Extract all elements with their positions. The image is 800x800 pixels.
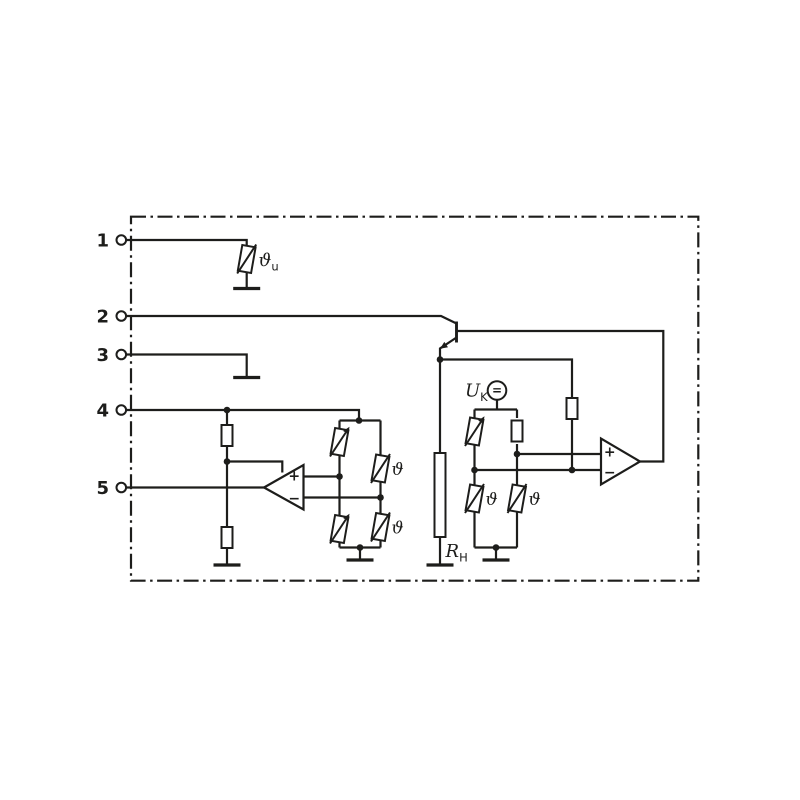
- wire: [474, 399, 517, 411]
- opamp-triangle: [599, 436, 643, 487]
- terminal-circle: [115, 348, 128, 361]
- wire: [126, 238, 248, 287]
- bridge-left: ϑ ϑ: [329, 419, 404, 562]
- opamp-plus-sign: +: [604, 445, 616, 461]
- opamp-minus-sign: −: [288, 491, 300, 507]
- thermistor: [370, 453, 391, 484]
- ambient-thermistor-label: ϑu: [259, 250, 279, 274]
- wire: [438, 358, 574, 564]
- terminal-number: 2: [96, 307, 109, 328]
- thermistor-label: ϑ: [529, 490, 541, 510]
- terminal-1-branch: ϑu: [126, 238, 279, 291]
- terminal-number: 4: [96, 401, 109, 422]
- opamp-output-feedback-wire: [457, 329, 665, 463]
- emitter-node-branch: RH: [424, 358, 579, 567]
- opamp-triangle: [261, 463, 305, 512]
- terminal-2-branch: [126, 314, 458, 360]
- adjustable-resistor: [329, 425, 351, 458]
- terminal-circle: [115, 404, 128, 416]
- terminal-4: 4: [96, 401, 128, 422]
- terminal-1: 1: [96, 231, 128, 252]
- series-resistor: [565, 397, 579, 420]
- ambient-thermistor: [236, 243, 258, 275]
- terminal-3-branch: [126, 353, 262, 380]
- dc-source-symbol: =: [492, 384, 502, 398]
- dc-source: = UK: [465, 380, 517, 411]
- opamp-left: + −: [261, 463, 381, 512]
- transistor-emitter: [438, 336, 458, 360]
- thermistor: [370, 511, 391, 543]
- terminal-number: 5: [96, 478, 109, 499]
- terminal-circle: [115, 234, 128, 246]
- terminals: 1 2 3 4 5: [96, 231, 128, 499]
- wire-collector: [126, 314, 457, 325]
- opamp-input-leads: [303, 475, 381, 499]
- opamp-plus-sign: +: [288, 469, 300, 485]
- terminal-3: 3: [96, 345, 128, 366]
- transistor: [438, 321, 458, 360]
- supply-voltage-label: UK: [465, 381, 488, 405]
- terminal-circle: [115, 481, 128, 494]
- terminal-5: 5: [96, 478, 128, 499]
- thermistor: [506, 483, 528, 514]
- terminal-circle: [115, 310, 128, 322]
- thermistor: [464, 483, 485, 514]
- dc-source-circle: [486, 380, 508, 401]
- divider-resistor-lower: [220, 526, 234, 549]
- emitter-arrow: [440, 341, 448, 349]
- thermistor-label: ϑ: [392, 460, 404, 480]
- terminal-number: 1: [96, 231, 109, 252]
- heater-resistor: [433, 452, 447, 538]
- opamp-right: + −: [457, 329, 665, 487]
- fixed-resistor: [510, 419, 524, 443]
- bridge-right: ϑ ϑ: [464, 409, 541, 562]
- device-boundary-dashdot: [129, 215, 700, 582]
- adjustable-resistor: [329, 512, 351, 545]
- divider-resistor-upper: [220, 424, 234, 447]
- thermistor-label: ϑ: [392, 519, 404, 539]
- terminal-2: 2: [96, 307, 128, 328]
- thermistor-label: ϑ: [486, 490, 498, 510]
- terminal-number: 3: [96, 345, 109, 366]
- opamp-input-leads: [474, 452, 601, 472]
- terminal-4-wire: [126, 408, 361, 421]
- opamp-minus-sign: −: [604, 465, 616, 481]
- wire: [126, 353, 248, 376]
- adjustable-resistor: [464, 415, 486, 447]
- heater-resistor-label: RH: [445, 541, 468, 565]
